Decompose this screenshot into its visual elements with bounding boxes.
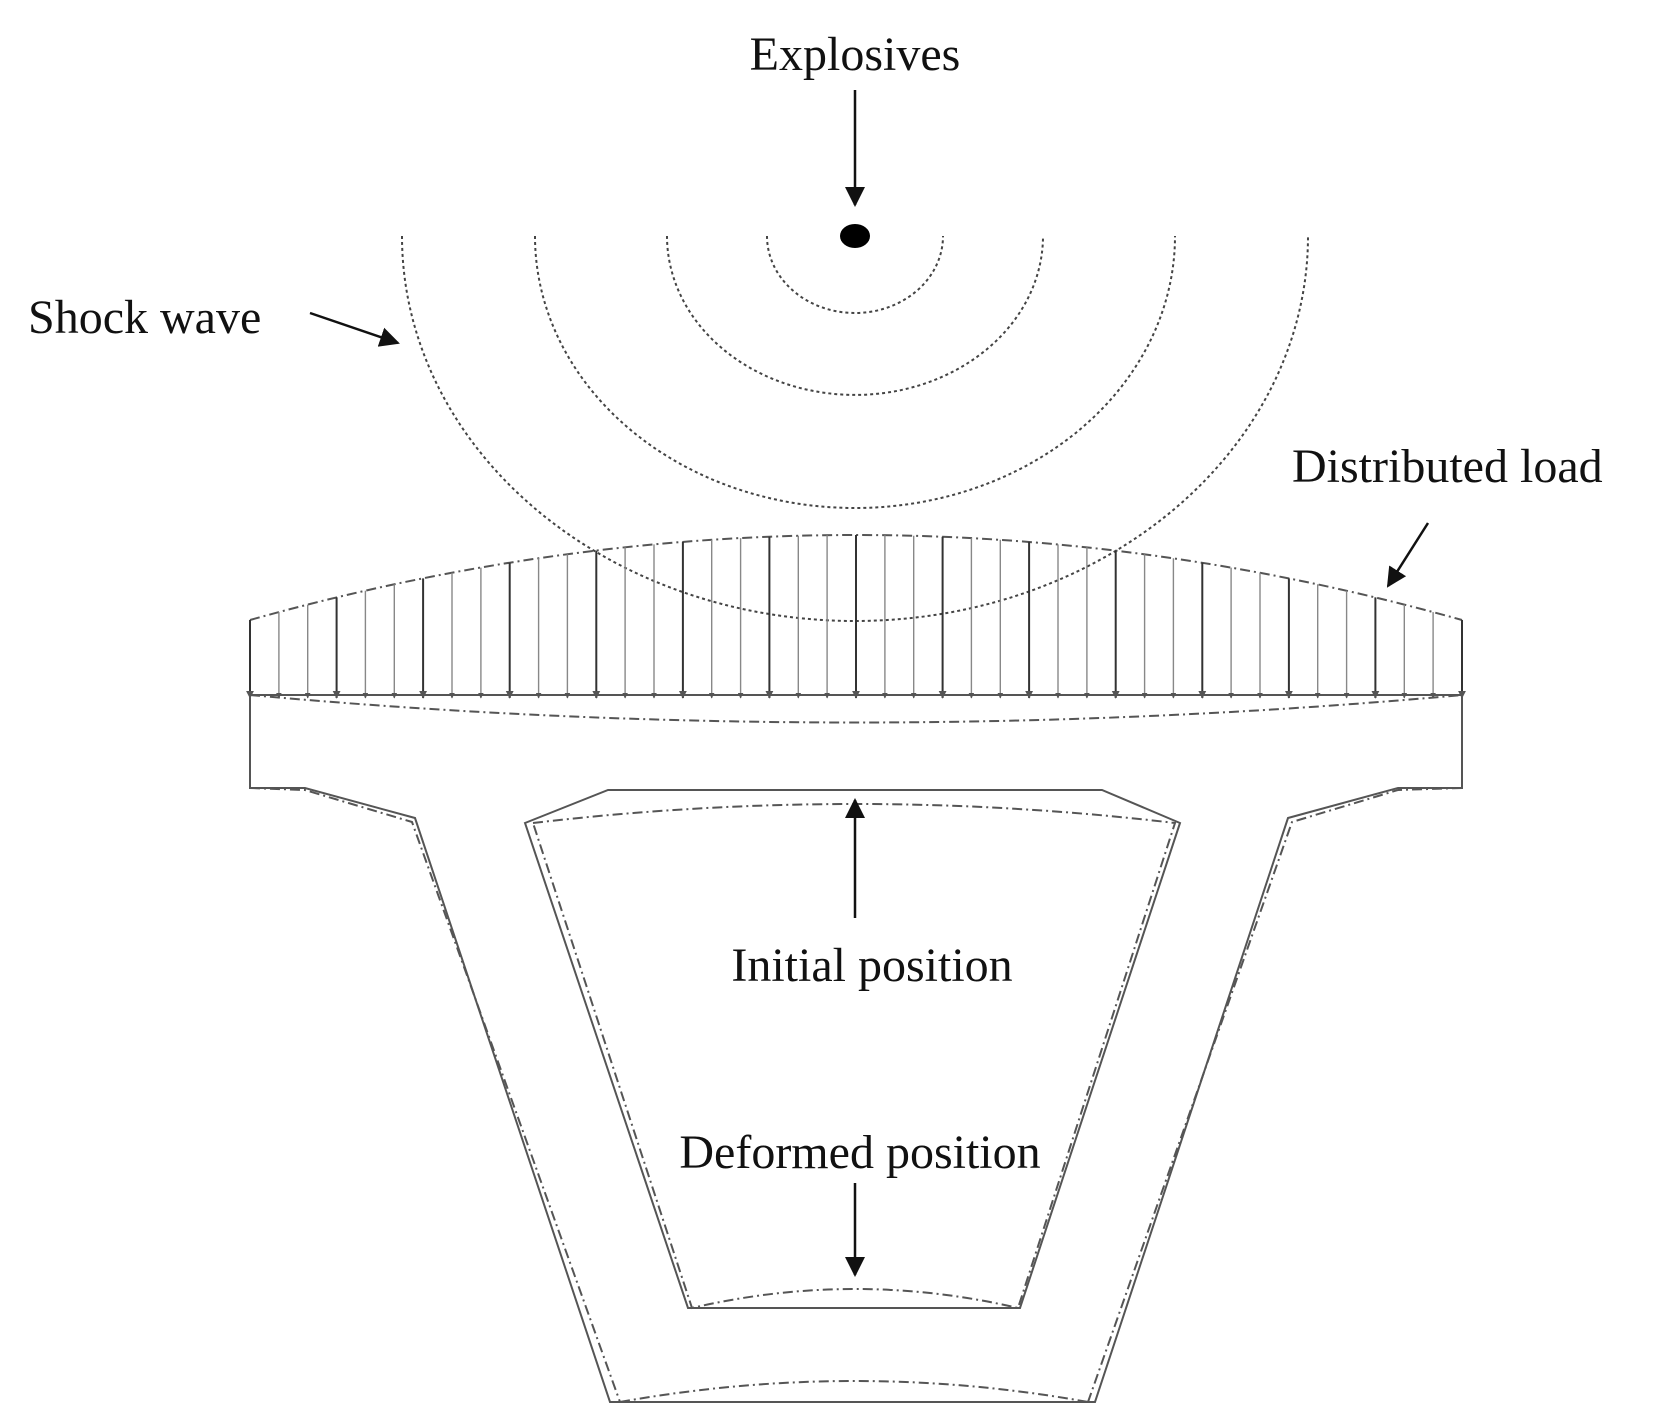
load-envelope	[249, 534, 1463, 621]
deformed-position-label: Deformed position	[679, 1126, 1040, 1179]
explosive-charge	[840, 224, 870, 248]
initial-position-outline	[249, 694, 1463, 1403]
deformed-top-flange	[249, 694, 1463, 724]
explosives-label: Explosives	[750, 28, 961, 81]
deformed-outer-right	[1087, 787, 1463, 1403]
initial-inner-outline	[523, 789, 1182, 1309]
initial-outer-outline	[249, 694, 1463, 1403]
deformed-inner-outline	[531, 803, 1177, 1310]
shock-wave-fronts	[401, 235, 1309, 622]
shock-wave-arc-3	[534, 235, 1176, 509]
load-arrows	[246, 535, 1466, 699]
distributed-load-arrow	[1386, 522, 1430, 588]
initial-position-label: Initial position	[731, 939, 1012, 992]
deformed-position-outline	[249, 694, 1463, 1403]
distributed-load-label: Distributed load	[1292, 440, 1603, 493]
deformed-bottom-flange	[619, 1380, 1089, 1403]
shock-wave-arc-2	[666, 235, 1044, 396]
deformed-outer-left	[249, 787, 621, 1403]
shock-wave-arc-4	[401, 235, 1309, 622]
shock-wave-arrow	[309, 311, 400, 347]
shock-wave-arc-1	[766, 235, 944, 314]
shock-wave-label: Shock wave	[28, 291, 261, 344]
